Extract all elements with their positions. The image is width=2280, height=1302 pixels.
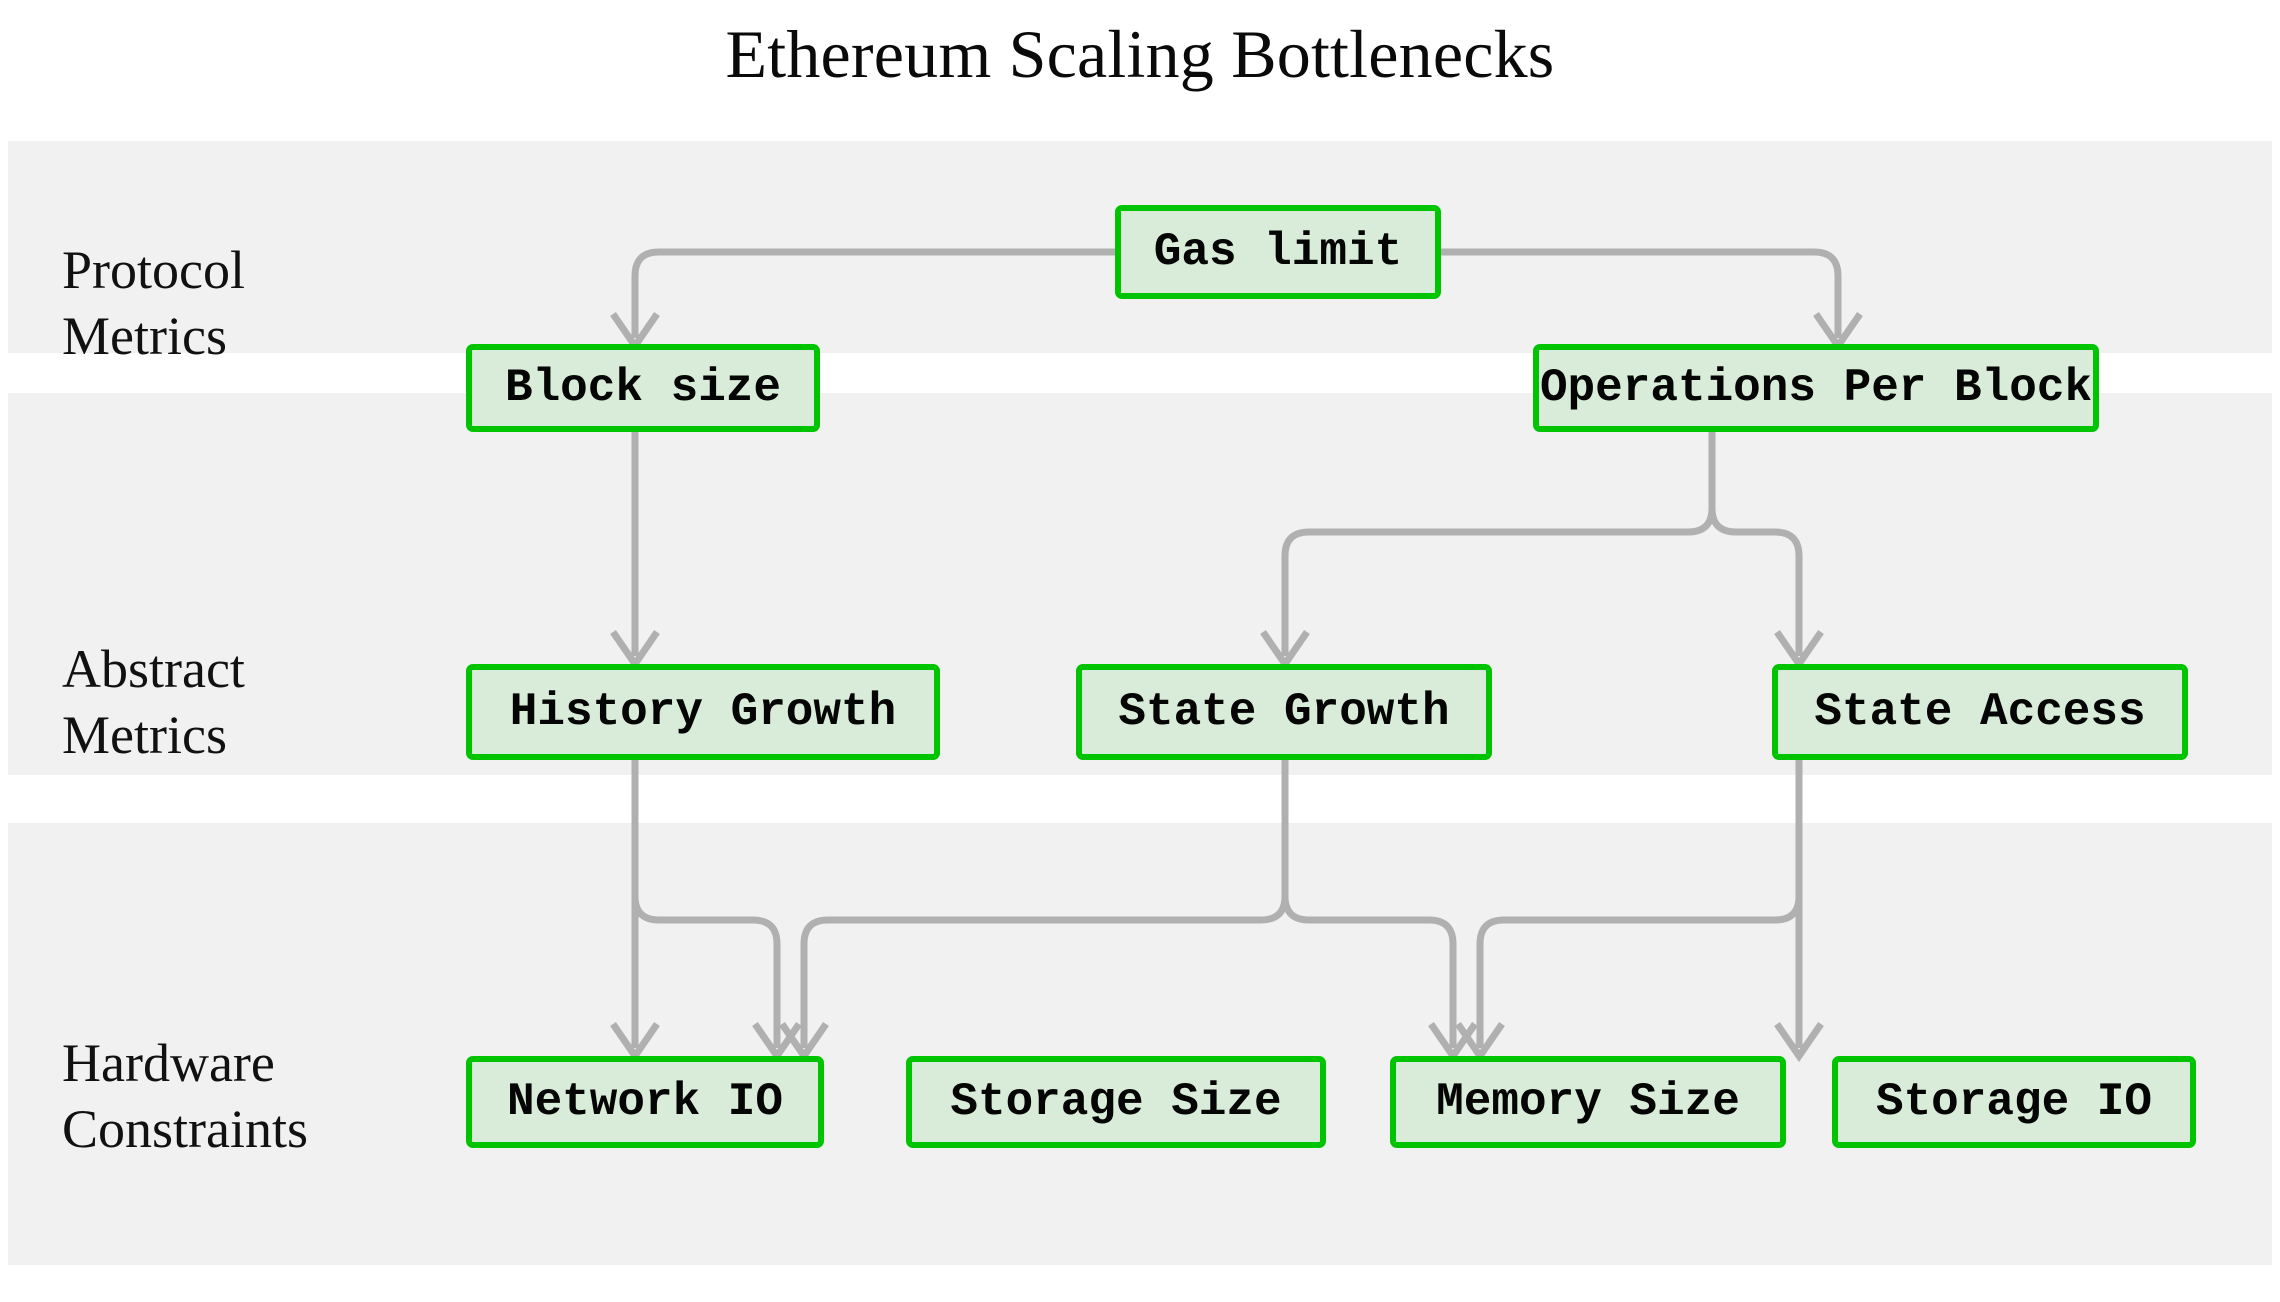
node-block-size[interactable]: Block size	[466, 344, 820, 432]
node-state-growth[interactable]: State Growth	[1076, 664, 1492, 760]
node-gas-limit[interactable]: Gas limit	[1115, 205, 1441, 299]
band-hardware-constraints	[8, 823, 2272, 1265]
node-network-io[interactable]: Network IO	[466, 1056, 824, 1148]
page-title: Ethereum Scaling Bottlenecks	[725, 16, 1555, 92]
node-storage-io[interactable]: Storage IO	[1832, 1056, 2196, 1148]
band-label-protocol-metrics: Protocol Metrics	[62, 240, 245, 366]
band-label-hardware-constraints: Hardware Constraints	[62, 1033, 309, 1159]
node-storage-size[interactable]: Storage Size	[906, 1056, 1326, 1148]
node-operations-per-block[interactable]: Operations Per Block	[1533, 344, 2099, 432]
node-history-growth[interactable]: History Growth	[466, 664, 940, 760]
node-state-access[interactable]: State Access	[1772, 664, 2188, 760]
node-memory-size[interactable]: Memory Size	[1390, 1056, 1786, 1148]
band-label-abstract-metrics: Abstract Metrics	[62, 639, 245, 765]
